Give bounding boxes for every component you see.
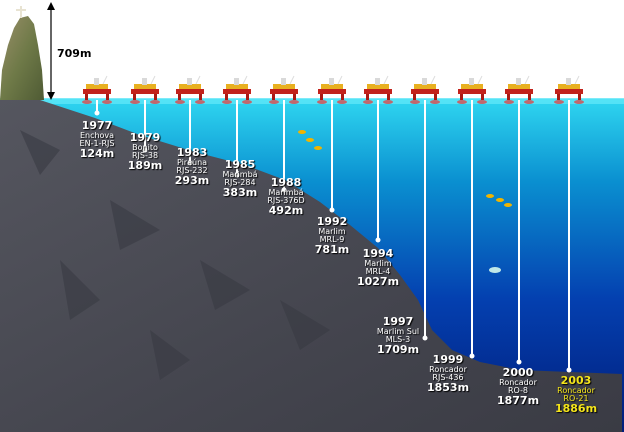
fish-icon [298,130,306,134]
platform-year: 1992 [316,215,348,228]
height-label: 709m [57,47,92,60]
wellhead-dot [422,335,428,341]
platform-year: 1979 [129,131,161,144]
platform-depth: 124m [79,147,115,161]
height-arrow-bottom [47,92,55,100]
platform-year: 1988 [270,176,302,189]
platforms-layer [82,75,584,373]
oil-platform-icon [363,75,393,104]
platform-well: RO-21 [563,393,589,403]
oil-platform-icon [130,75,160,104]
wellhead-dot [375,237,381,243]
platform-field: Marimbá [222,169,258,179]
wellhead-dot [142,147,148,153]
mountain [0,16,44,100]
statue-arms [16,9,26,11]
platform-field: Bonito [132,142,158,152]
oil-platform-icon [504,75,534,104]
wellhead-dot [187,160,193,166]
wellhead-dot [566,367,572,373]
wellhead-dot [516,359,522,365]
platform-well: MRL-9 [319,234,345,244]
platform-depth: 383m [222,186,258,200]
platform-year: 2000 [502,366,534,379]
platform-year: 1983 [176,146,208,159]
platform-field: Marlim [364,258,392,268]
platform-depth: 1877m [496,394,540,408]
platform-well: RO-8 [507,385,529,395]
platform-well: RJS-376D [267,195,305,205]
wellhead-dot [281,187,287,193]
oil-platform-icon [457,75,487,104]
platform-depth: 492m [268,204,304,218]
platform-field: Enchova [79,130,115,140]
platform-well: RJS-232 [176,165,208,175]
platform-depth: 1709m [376,343,420,357]
oil-platform-icon [554,75,584,104]
platform-depth: 293m [174,174,210,188]
wellhead-dot [234,172,240,178]
wellhead-dot [329,207,335,213]
oil-platform-icon [175,75,205,104]
platform-well: MLS-3 [385,334,411,344]
platform-well: EN-1-RJS [79,138,115,148]
height-arrow-top [47,2,55,10]
platform-field: Roncador [429,364,467,374]
platform-depth: 1853m [426,381,470,395]
wellhead-dot [94,110,100,116]
fish-icon [496,198,504,202]
platform-field: Marimbá [268,187,304,197]
platform-year: 1994 [362,247,394,260]
fish-icon [486,194,494,198]
wellhead-dot [469,353,475,359]
platform-field: Marlim [318,226,346,236]
rov-icon [489,267,501,273]
platform-year: 1997 [382,315,414,328]
statue [20,6,22,18]
platform-field: Piraúna [176,157,208,167]
oil-platform-icon [222,75,252,104]
fish-icon [306,138,314,142]
platform-depth: 1886m [554,402,598,416]
platform-well: MRL-4 [365,266,391,276]
platform-depth: 1027m [356,275,400,289]
platform-well: RJS-284 [224,177,256,187]
oil-platform-icon [410,75,440,104]
platform-year: 1977 [81,119,113,132]
platform-field: Roncador [557,385,595,395]
water-surface [0,98,624,104]
oil-platform-icon [82,75,112,104]
platform-depth: 189m [127,159,163,173]
fish-icon [504,203,512,207]
platform-field: Roncador [499,377,537,387]
oil-platform-icon [317,75,347,104]
platform-well: RJS-38 [131,150,159,160]
platform-field: Marlim Sul [376,326,420,336]
platform-year: 2003 [560,374,592,387]
oil-platform-icon [269,75,299,104]
rock-texture [20,130,330,380]
fish-icon [314,146,322,150]
platform-year: 1999 [432,353,464,366]
platform-year: 1985 [224,158,256,171]
platform-well: RJS-436 [432,372,464,382]
platform-depth: 781m [314,243,350,257]
